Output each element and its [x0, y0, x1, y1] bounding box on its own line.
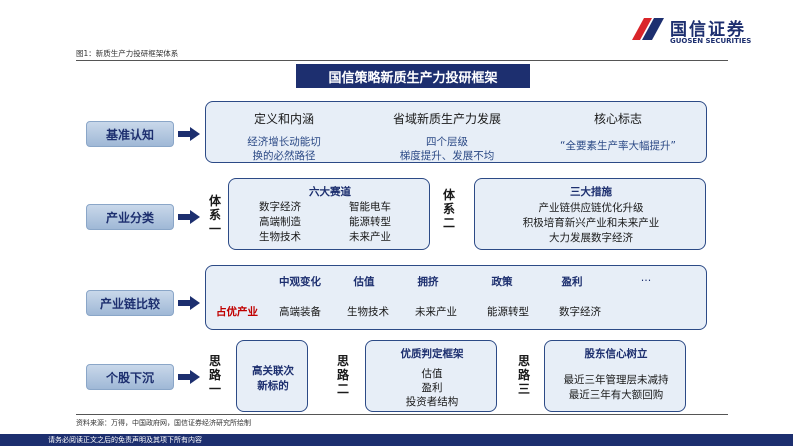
right-arrow-icon [178, 370, 200, 384]
confidence-criterion: 最近三年有大额回购 [568, 389, 664, 401]
baseline-item-title: 省域新质生产力发展 [392, 112, 501, 126]
dominant-industry-label: 占优产业 [216, 306, 258, 318]
baseline-item-line: 四个层级 [426, 136, 468, 148]
brand-name-en: GUOSEN SECURITIES [670, 37, 752, 45]
baseline-item-title: 定义和内涵 [253, 112, 314, 126]
system-one-label: 体系一 [207, 194, 223, 236]
footer-bar: 请务必阅读正文之后的免责声明及其项下所有内容 [0, 434, 793, 446]
top-divider [76, 60, 728, 61]
comparison-header: 估值 [353, 276, 375, 288]
related-targets-line: 新标的 [257, 380, 289, 392]
right-arrow-icon [178, 127, 200, 141]
brand-name-cn: 国信证券 [670, 20, 746, 40]
industry-item: 能源转型 [487, 306, 529, 318]
six-tracks-panel: 六大赛道 数字经济 高端制造 生物技术 智能电车 能源转型 未来产业 [228, 178, 430, 250]
measure-item: 积极培育新兴产业和未来产业 [522, 217, 660, 229]
figure-caption: 图1：新质生产力投研框架体系 [76, 49, 179, 58]
track-item: 智能电车 [349, 201, 391, 213]
six-tracks-title: 六大赛道 [309, 186, 351, 198]
idea-one-text: 思路一 [208, 354, 221, 396]
row-label-baseline: 基准认知 [86, 121, 174, 147]
guosen-logo: 国信证券 GUOSEN SECURITIES [630, 14, 780, 48]
comparison-header: 拥挤 [417, 276, 439, 288]
three-measures-panel: 三大措施 产业链供应链优化升级 积极培育新兴产业和未来产业 大力发展数字经济 [474, 178, 706, 250]
quality-criterion: 盈利 [421, 382, 443, 394]
baseline-panel: 定义和内涵 经济增长动能切 换的必然路径 省域新质生产力发展 四个层级 梯度提升… [205, 101, 707, 163]
track-item: 高端制造 [259, 216, 301, 228]
comparison-header-more: … [640, 272, 652, 284]
baseline-item-line: “全要素生产率大幅提升” [560, 140, 676, 152]
industry-item: 高端装备 [279, 306, 321, 318]
industry-item: 未来产业 [415, 306, 457, 318]
quality-criterion: 估值 [421, 368, 443, 380]
baseline-item-line: 换的必然路径 [252, 150, 316, 162]
idea-two-label: 思路二 [335, 354, 351, 396]
logo-mark-icon [632, 18, 664, 40]
comparison-header: 中观变化 [279, 276, 321, 288]
disclaimer-text: 请务必阅读正文之后的免责声明及其项下所有内容 [48, 436, 202, 444]
track-item: 生物技术 [259, 231, 301, 243]
shareholder-confidence-title: 股东信心树立 [584, 348, 648, 360]
idea-one-label: 思路一 [207, 354, 223, 396]
confidence-criterion: 最近三年管理层未减持 [563, 374, 669, 386]
quality-criterion: 投资者结构 [405, 396, 459, 408]
related-targets-line: 高关联次 [252, 365, 294, 377]
framework-title: 国信策略新质生产力投研框架 [296, 64, 530, 88]
comparison-header: 盈利 [561, 276, 583, 288]
idea-three-text: 思路三 [517, 354, 530, 396]
track-item: 数字经济 [259, 201, 301, 213]
right-arrow-icon [178, 296, 200, 310]
quality-framework-title: 优质判定框架 [400, 348, 464, 360]
shareholder-confidence-panel: 股东信心树立 最近三年管理层未减持 最近三年有大额回购 [544, 340, 686, 412]
idea-two-text: 思路二 [336, 354, 349, 396]
track-item: 未来产业 [349, 231, 391, 243]
right-arrow-icon [178, 210, 200, 224]
measure-item: 大力发展数字经济 [549, 232, 633, 244]
row-label-industry-chain-comparison: 产业链比较 [86, 290, 174, 316]
measure-item: 产业链供应链优化升级 [538, 202, 644, 214]
three-measures-title: 三大措施 [570, 186, 612, 198]
industry-item: 生物技术 [347, 306, 389, 318]
related-targets-panel: 高关联次 新标的 [236, 340, 308, 412]
quality-framework-panel: 优质判定框架 估值 盈利 投资者结构 [365, 340, 497, 412]
industry-item: 数字经济 [559, 306, 601, 318]
idea-three-label: 思路三 [516, 354, 532, 396]
comparison-header: 政策 [491, 276, 513, 288]
baseline-item-line: 梯度提升、发展不均 [399, 150, 495, 162]
baseline-item-title: 核心标志 [593, 112, 642, 126]
source-note: 资料来源：万得，中国政府网，国信证券经济研究所绘制 [76, 419, 251, 427]
baseline-item-line: 经济增长动能切 [247, 136, 321, 148]
industry-chain-panel: 中观变化 估值 拥挤 政策 盈利 … 占优产业 高端装备 生物技术 未来产业 能… [205, 265, 707, 330]
system-two-label: 体系二 [441, 188, 457, 230]
system-two-text: 体系二 [442, 188, 455, 230]
row-label-industry-classification: 产业分类 [86, 204, 174, 230]
track-item: 能源转型 [349, 216, 391, 228]
system-one-text: 体系一 [208, 194, 221, 236]
bottom-divider [76, 414, 728, 415]
row-label-stock-drilldown: 个股下沉 [86, 364, 174, 390]
